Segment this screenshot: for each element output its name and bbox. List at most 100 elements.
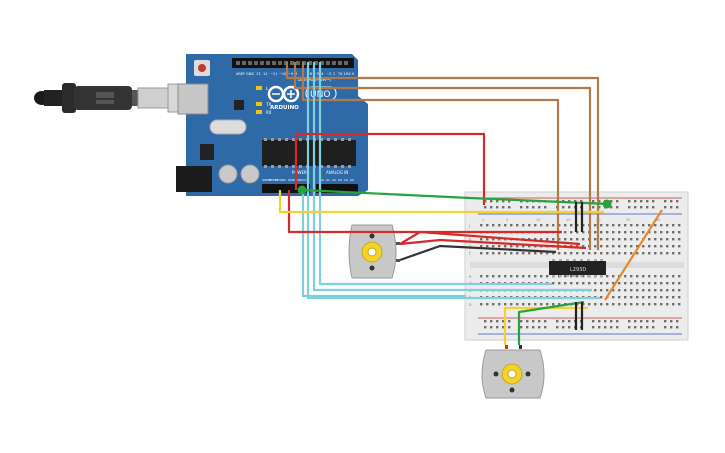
breadboard-hole[interactable] [594,303,597,306]
breadboard-hole[interactable] [624,224,627,227]
breadboard-hole[interactable] [522,245,525,248]
breadboard-hole[interactable] [486,275,489,278]
breadboard-hole[interactable] [508,200,511,203]
breadboard-hole[interactable] [576,238,579,241]
breadboard-hole[interactable] [604,326,607,329]
breadboard-hole[interactable] [600,296,603,299]
breadboard-hole[interactable] [594,282,597,285]
breadboard-hole[interactable] [672,224,675,227]
breadboard-hole[interactable] [480,275,483,278]
breadboard-hole[interactable] [618,296,621,299]
breadboard-hole[interactable] [664,200,667,203]
breadboard-hole[interactable] [498,252,501,255]
breadboard-hole[interactable] [676,200,679,203]
breadboard-hole[interactable] [490,326,493,329]
breadboard-hole[interactable] [630,252,633,255]
breadboard-hole[interactable] [564,275,567,278]
breadboard-hole[interactable] [510,224,513,227]
breadboard-hole[interactable] [556,320,559,323]
breadboard-hole[interactable] [628,326,631,329]
breadboard-hole[interactable] [576,224,579,227]
breadboard-hole[interactable] [504,224,507,227]
breadboard-hole[interactable] [544,326,547,329]
breadboard-hole[interactable] [592,326,595,329]
breadboard-hole[interactable] [498,238,501,241]
breadboard-hole[interactable] [630,245,633,248]
breadboard-hole[interactable] [594,238,597,241]
breadboard-hole[interactable] [582,282,585,285]
breadboard-hole[interactable] [562,326,565,329]
breadboard-hole[interactable] [582,224,585,227]
breadboard-hole[interactable] [538,320,541,323]
breadboard-hole[interactable] [640,200,643,203]
breadboard-hole[interactable] [612,245,615,248]
breadboard-hole[interactable] [522,224,525,227]
breadboard-hole[interactable] [492,252,495,255]
l293d-chip[interactable]: L293D [549,259,606,277]
breadboard-hole[interactable] [666,275,669,278]
breadboard-hole[interactable] [678,224,681,227]
breadboard-hole[interactable] [480,238,483,241]
breadboard-hole[interactable] [606,245,609,248]
breadboard-hole[interactable] [612,238,615,241]
breadboard-hole[interactable] [630,224,633,227]
breadboard-hole[interactable] [610,320,613,323]
breadboard-hole[interactable] [522,252,525,255]
breadboard-hole[interactable] [504,275,507,278]
breadboard-hole[interactable] [552,282,555,285]
breadboard-hole[interactable] [672,238,675,241]
breadboard-hole[interactable] [598,200,601,203]
breadboard-hole[interactable] [646,320,649,323]
breadboard-hole[interactable] [486,238,489,241]
wire-dark-motor[interactable] [399,244,557,262]
breadboard-hole[interactable] [618,252,621,255]
breadboard-hole[interactable] [676,326,679,329]
motor-2[interactable] [481,345,545,399]
breadboard-hole[interactable] [510,303,513,306]
breadboard-hole[interactable] [540,303,543,306]
breadboard-hole[interactable] [598,326,601,329]
breadboard-hole[interactable] [636,275,639,278]
breadboard-hole[interactable] [660,296,663,299]
breadboard-hole[interactable] [508,320,511,323]
breadboard-hole[interactable] [576,245,579,248]
wire-cyan-2[interactable] [312,62,592,292]
breadboard-hole[interactable] [588,282,591,285]
node-rail[interactable] [602,199,612,209]
breadboard-hole[interactable] [502,200,505,203]
breadboard-hole[interactable] [552,252,555,255]
breadboard-hole[interactable] [480,303,483,306]
breadboard-hole[interactable] [484,206,487,209]
breadboard-hole[interactable] [600,252,603,255]
breadboard-hole[interactable] [630,296,633,299]
breadboard-hole[interactable] [634,326,637,329]
breadboard-hole[interactable] [670,326,673,329]
breadboard-hole[interactable] [558,252,561,255]
arduino-uno-board[interactable]: L TX RX ARDUINO UNO AREF GND 13 12 [176,54,368,196]
breadboard-hole[interactable] [492,245,495,248]
breadboard-hole[interactable] [600,289,603,292]
breadboard-hole[interactable] [582,231,585,234]
breadboard-hole[interactable] [540,252,543,255]
breadboard-hole[interactable] [618,245,621,248]
breadboard-hole[interactable] [520,206,523,209]
breadboard-hole[interactable] [490,206,493,209]
breadboard-hole[interactable] [556,326,559,329]
breadboard-hole[interactable] [544,206,547,209]
breadboard-hole[interactable] [588,252,591,255]
breadboard-hole[interactable] [672,231,675,234]
breadboard-hole[interactable] [568,200,571,203]
node-gnd[interactable] [297,185,307,195]
breadboard-hole[interactable] [534,238,537,241]
breadboard-hole[interactable] [546,224,549,227]
breadboard-hole[interactable] [592,320,595,323]
breadboard-hole[interactable] [526,326,529,329]
breadboard-holes[interactable] [480,200,681,329]
breadboard-hole[interactable] [654,252,657,255]
breadboard-hole[interactable] [646,206,649,209]
breadboard-hole[interactable] [672,275,675,278]
breadboard-hole[interactable] [490,200,493,203]
breadboard-hole[interactable] [636,296,639,299]
breadboard-hole[interactable] [666,231,669,234]
breadboard-hole[interactable] [576,303,579,306]
